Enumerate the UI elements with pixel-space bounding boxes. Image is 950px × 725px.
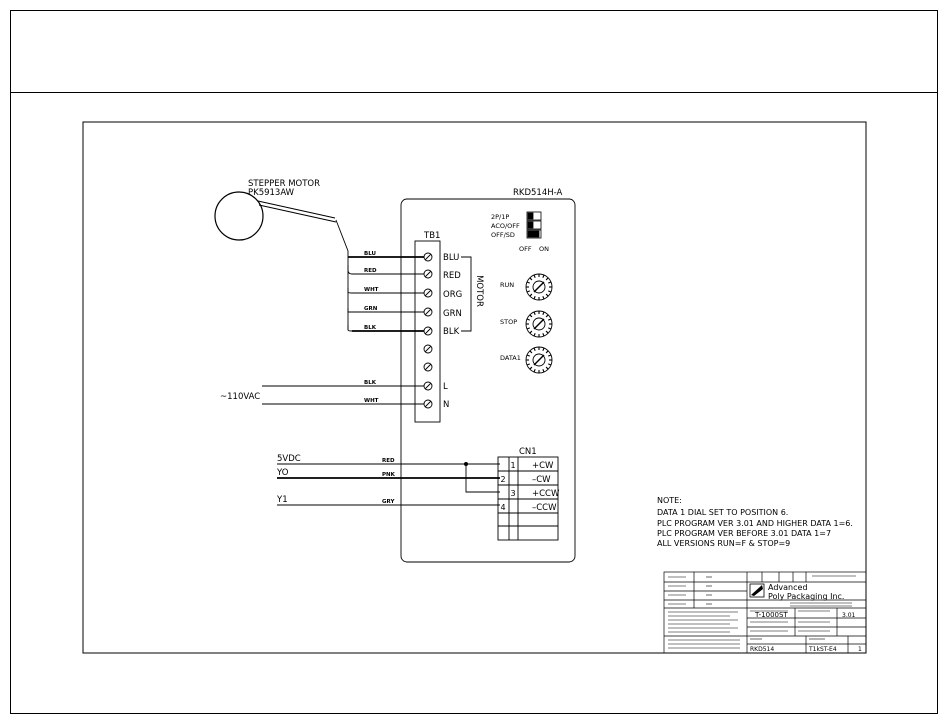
rotary-dial[interactable] — [525, 273, 553, 301]
terminal-label: BLU — [443, 253, 459, 263]
cn1-signal: +CW — [532, 461, 554, 471]
terminal-screws — [423, 252, 433, 409]
motor-wires — [348, 256, 428, 332]
note-line: PLC PROGRAM VER BEFORE 3.01 DATA 1=7 — [657, 529, 831, 538]
cn1-signal: –CCW — [532, 503, 557, 513]
terminal-block — [414, 240, 441, 423]
junction-dot — [464, 462, 468, 466]
wire-label: RED — [364, 268, 377, 274]
dial-label: STOP — [500, 318, 517, 326]
wire-label: BLK — [364, 380, 377, 386]
motor-model: PK5913AW — [248, 188, 295, 198]
drawing-border — [82, 121, 867, 654]
switch-off-label: OFF — [519, 245, 532, 253]
cn1-connector — [497, 456, 559, 541]
signal-source: 5VDC — [277, 454, 301, 464]
cn1-pin: 1 — [510, 461, 515, 470]
cn1-signal: –CW — [532, 475, 551, 485]
switch-on-label: ON — [539, 245, 549, 253]
rotary-dial[interactable] — [525, 346, 553, 374]
wire-label: GRN — [364, 306, 378, 312]
terminal-label: N — [443, 400, 449, 410]
switch-label: OFF/SD — [491, 231, 515, 239]
terminal-label: RED — [443, 271, 461, 281]
signal-source: Y1 — [276, 495, 288, 505]
company-name: Poly Packaging Inc. — [768, 592, 844, 601]
motor-symbol — [214, 191, 264, 241]
terminal-screw — [423, 326, 433, 336]
driver-model: RKD514H-A — [513, 188, 563, 198]
terminal-screw — [423, 307, 433, 317]
motor-bracket-label: MOTOR — [474, 275, 484, 307]
signal-source: YO — [276, 468, 289, 478]
dial-label: RUN — [500, 281, 514, 289]
sheet-number: 1 — [858, 646, 862, 653]
terminal-label: L — [443, 382, 448, 392]
motor-bracket — [461, 256, 472, 332]
terminal-label: ORG — [443, 290, 462, 300]
terminal-screw — [423, 399, 433, 409]
cn1-signal: +CCW — [532, 489, 560, 499]
wire-label: WHT — [364, 287, 379, 293]
revision: 3.01 — [842, 612, 856, 619]
company-name: Advanced — [768, 583, 808, 592]
wire-label: PNK — [382, 472, 396, 478]
wire-label: WHT — [364, 398, 379, 404]
dial-label: DATA1 — [500, 354, 521, 362]
wire-label: BLU — [364, 251, 376, 257]
wire-label: RED — [382, 458, 395, 464]
switch-label: 2P/1P — [491, 213, 509, 221]
terminal-screw — [423, 381, 433, 391]
title-block — [663, 571, 867, 654]
signal-wires — [277, 463, 500, 506]
terminal-screw — [423, 269, 433, 279]
header-rule — [10, 92, 938, 93]
rotary-dial[interactable] — [525, 310, 553, 338]
dip-switches[interactable] — [526, 211, 542, 239]
project-number: T-1000ST — [754, 611, 788, 619]
cn1-pin: 3 — [510, 489, 515, 498]
terminal-screw — [423, 362, 433, 372]
terminal-screw — [423, 288, 433, 298]
tb1-label: TB1 — [423, 231, 440, 241]
switch-label: ACO/OFF — [491, 222, 520, 230]
fine-print — [668, 575, 856, 649]
terminal-screw — [423, 344, 433, 354]
cn1-label: CN1 — [519, 447, 537, 457]
note-line: ALL VERSIONS RUN=F & STOP=9 — [657, 539, 790, 548]
drawing-title: RKD514 — [750, 646, 774, 653]
slide-frame — [10, 10, 938, 714]
motor-title: STEPPER MOTOR — [248, 179, 320, 189]
power-source-label: ~110VAC — [220, 392, 260, 402]
note-line: PLC PROGRAM VER 3.01 AND HIGHER DATA 1=6… — [657, 519, 853, 528]
note-title: NOTE: — [657, 496, 682, 505]
wire-label: GRY — [382, 499, 395, 505]
note-line: DATA 1 DIAL SET TO POSITION 6. — [657, 508, 788, 517]
terminal-label: BLK — [443, 327, 460, 337]
wire-label: BLK — [364, 325, 377, 331]
cn1-pin: 4 — [500, 503, 505, 512]
company-logo — [749, 583, 765, 598]
driver-box — [400, 198, 576, 563]
drawing-number: T1kST-E4 — [808, 646, 837, 653]
terminal-label: GRN — [443, 309, 462, 319]
power-wires — [262, 385, 428, 405]
terminal-screw — [423, 252, 433, 262]
motor-cable — [257, 200, 353, 332]
cn1-pin: 2 — [500, 475, 505, 484]
